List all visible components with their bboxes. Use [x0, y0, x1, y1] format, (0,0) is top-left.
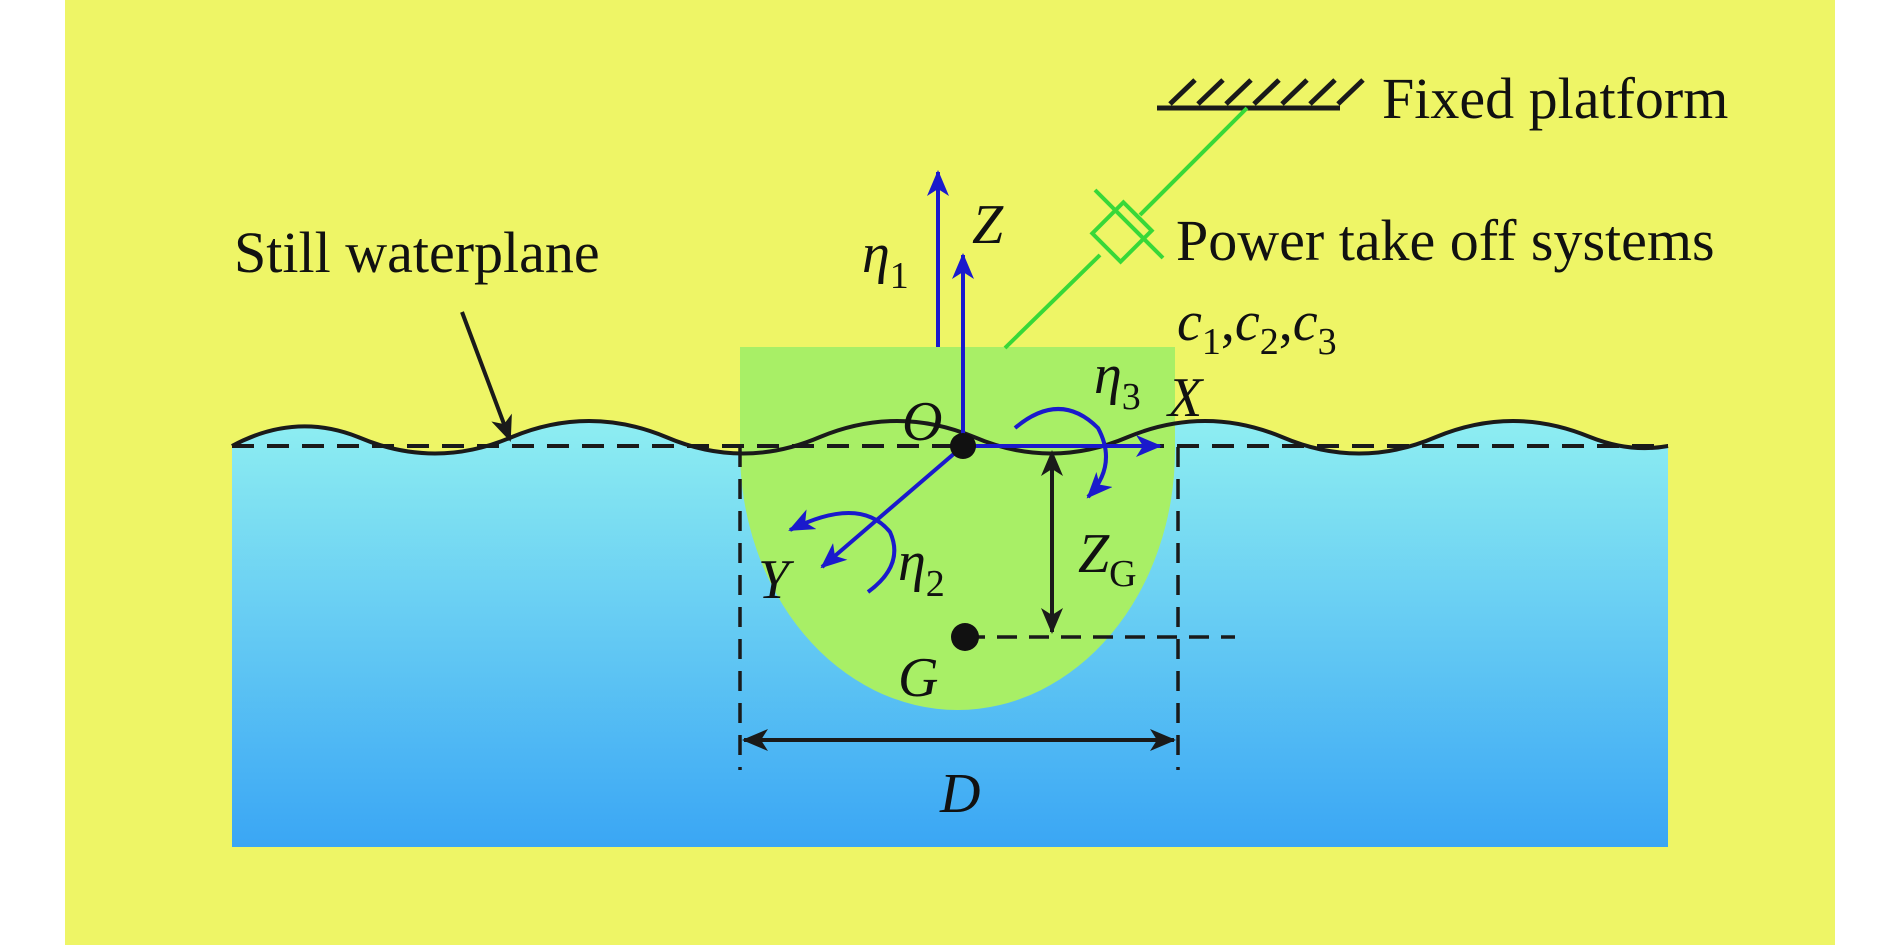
diameter-label: D: [939, 763, 980, 825]
eta3-label: η3: [1094, 344, 1141, 418]
still-waterplane-pointer: [460, 311, 512, 442]
pto-damper: [1003, 106, 1249, 350]
y-axis-label: Y: [758, 549, 795, 611]
eta2-label: η2: [898, 531, 945, 605]
buoy-body: [740, 347, 1175, 710]
cog-label: G: [898, 647, 938, 709]
fixed-platform-symbol: [1157, 78, 1365, 111]
eta3-rotation-arrow: [1013, 407, 1113, 499]
origin-label: O: [902, 391, 942, 453]
damping-coefficients-label: c1,c2,c3: [1177, 291, 1337, 363]
still-waterplane-label: Still waterplane: [234, 220, 600, 285]
zg-label: ZG: [1078, 523, 1137, 595]
x-axis-label: X: [1166, 367, 1205, 429]
fixed-platform-label: Fixed platform: [1382, 66, 1728, 131]
z-axis-label: Z: [972, 194, 1004, 256]
origin-point: [950, 433, 976, 459]
pto-label: Power take off systems: [1176, 208, 1715, 273]
eta2-rotation-arrow: [788, 509, 897, 594]
cog-point: [951, 623, 979, 651]
y-axis-arrow: [820, 444, 965, 569]
eta1-label: η1: [862, 223, 909, 297]
